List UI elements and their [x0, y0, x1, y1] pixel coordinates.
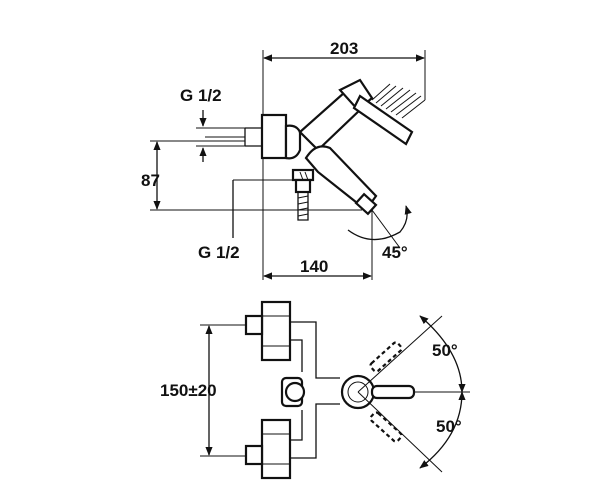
angle-upper-label: 50°	[432, 341, 458, 360]
dimension-body-width-label: 140	[300, 257, 328, 276]
dimension-height-label: 87	[141, 171, 160, 190]
diverter-knob	[280, 376, 306, 408]
mixer-lever	[298, 78, 426, 152]
top-view: 150±20	[160, 300, 470, 480]
thread-label-top-group: G 1/2	[180, 86, 245, 162]
lever-hub	[340, 374, 416, 410]
dimension-body-width: 140	[262, 158, 373, 280]
spout	[304, 145, 378, 216]
flange-lower	[244, 418, 292, 480]
dimension-centers: 150±20	[160, 324, 245, 457]
thread-label-bottom: G 1/2	[198, 243, 240, 262]
dimension-overall-width: 203	[262, 39, 426, 118]
wall-flange	[260, 113, 288, 160]
mixer-body-bar	[290, 321, 340, 459]
thread-label-bottom-group: G 1/2	[198, 179, 298, 262]
thread-label-top: G 1/2	[180, 86, 222, 105]
hose-connector	[291, 168, 315, 221]
dimension-overall-width-label: 203	[330, 39, 358, 58]
angle-lower-label: 50°	[436, 417, 462, 436]
inlet-pipe	[205, 127, 262, 147]
body-connector	[284, 124, 302, 160]
dimension-centers-label: 150±20	[160, 381, 217, 400]
angle-spout: 45°	[347, 205, 412, 262]
angle-spout-label: 45°	[382, 243, 408, 262]
flange-upper	[244, 300, 292, 362]
dimension-height: 87	[141, 140, 362, 211]
angle-arcs: 50° 50°	[419, 315, 466, 469]
side-view: 203 G 1/2	[141, 39, 426, 280]
